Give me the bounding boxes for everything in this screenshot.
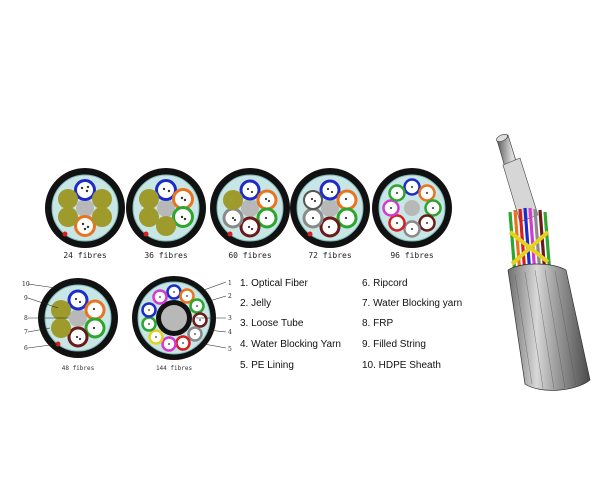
cable-label: 24 fibres	[63, 251, 107, 260]
legend-item: 10. HDPE Sheath	[362, 360, 441, 371]
cable-label: 36 fibres	[144, 251, 188, 260]
cable-label: 60 fibres	[228, 251, 272, 260]
filled-string	[58, 207, 78, 227]
callout-number: 7	[24, 329, 28, 336]
callout-number: 4	[228, 329, 232, 336]
ripcord	[62, 231, 68, 237]
cable-144-fibres	[132, 276, 227, 360]
legend-item: 9. Filled String	[362, 339, 426, 350]
legend-item: 3. Loose Tube	[240, 318, 304, 329]
cable-label: 48 fibres	[62, 365, 95, 372]
callout-number: 8	[24, 315, 28, 322]
loose-tube	[74, 215, 96, 237]
callout-number: 9	[24, 295, 28, 302]
legend-item: 2. Jelly	[240, 298, 271, 309]
cable-48-fibres	[27, 278, 118, 358]
callout-number: 1	[228, 280, 232, 287]
callout-number: 10	[22, 281, 30, 288]
legend-item: 5. PE Lining	[240, 360, 294, 371]
legend-item: 8. FRP	[362, 318, 393, 329]
legend-item: 4. Water Blocking Yarn	[240, 339, 341, 350]
filled-string	[92, 207, 112, 227]
legend-item: 6. Ripcord	[362, 278, 408, 289]
cable-72-fibres	[290, 168, 370, 248]
cable-label: 96 fibres	[390, 251, 434, 260]
callout-number: 5	[228, 346, 232, 353]
callout-number: 2	[228, 293, 232, 300]
filled-string	[58, 189, 78, 209]
callout-number: 6	[24, 345, 28, 352]
cable-label: 144 fibres	[156, 365, 193, 372]
frp-core	[76, 199, 94, 217]
cable-3d-illustration	[496, 133, 591, 391]
cable-96-fibres	[372, 168, 452, 248]
legend-item: 1. Optical Fiber	[240, 278, 308, 289]
callout-number: 3	[228, 315, 232, 322]
cable-36-fibres	[126, 168, 206, 248]
cable-24-fibres	[45, 168, 125, 248]
cable-60-fibres	[210, 168, 290, 248]
legend-item: 7. Water Blocking yarn	[362, 298, 462, 309]
filled-string	[92, 189, 112, 209]
loose-tube	[74, 179, 96, 201]
cable-label: 72 fibres	[308, 251, 352, 260]
legend: 1. Optical Fiber 2. Jelly 3. Loose Tube …	[240, 278, 462, 371]
